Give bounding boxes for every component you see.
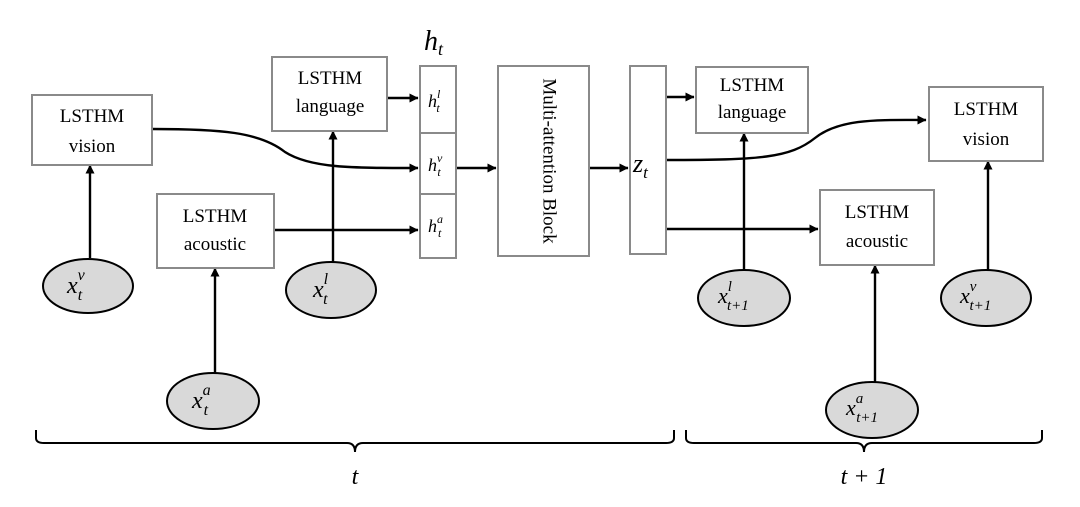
brace-t-label: t <box>352 464 360 490</box>
z-state: zt <box>629 65 667 255</box>
box-line1: LSTHM <box>720 75 785 96</box>
box-line2: vision <box>69 136 116 157</box>
attention-label: Multi-attention Block <box>539 78 560 244</box>
lsthm-vision-t1: LSTHM vision <box>928 86 1044 162</box>
lsthm-acoustic-t: LSTHM acoustic <box>156 193 275 269</box>
svg-text:xvt: xvt <box>66 267 86 304</box>
lsthm-language-t: LSTHM language <box>271 56 388 132</box>
arrow-vision-to-hv <box>151 127 419 173</box>
box-line1: LSTHM <box>183 206 248 227</box>
hidden-cell-vision <box>419 132 457 195</box>
box-line1: LSTHM <box>60 106 125 127</box>
svg-text:xlt: xlt <box>312 271 329 308</box>
arrow-z-to-vision-next <box>665 115 927 162</box>
box-line1: LSTHM <box>954 99 1019 120</box>
box-line2: language <box>718 102 787 123</box>
svg-text:xlt+1: xlt+1 <box>717 279 749 314</box>
box-line1: LSTHM <box>298 68 363 89</box>
lsthm-language-t1: LSTHM language <box>695 66 809 134</box>
lsthm-vision-t: LSTHM vision <box>31 94 153 166</box>
brace-t1: t + 1 <box>685 430 1043 490</box>
hidden-cell-language <box>419 65 457 134</box>
hidden-cell-acoustic <box>419 193 457 259</box>
box-line1: LSTHM <box>845 202 910 223</box>
brace-t: t <box>35 430 675 490</box>
multi-attention-block: Multi-attention Block <box>497 65 590 257</box>
svg-text:xat: xat <box>191 382 211 419</box>
box-line2: acoustic <box>184 234 246 255</box>
box-line2: language <box>296 96 365 117</box>
lsthm-acoustic-t1: LSTHM acoustic <box>819 189 935 266</box>
hidden-state-label: ht <box>424 26 444 59</box>
brace-t1-label: t + 1 <box>841 464 888 490</box>
box-line2: vision <box>963 129 1010 150</box>
svg-text:xat+1: xat+1 <box>845 391 878 426</box>
z-label: zt <box>632 149 649 182</box>
box-line2: acoustic <box>846 231 908 252</box>
connectors <box>85 92 993 385</box>
svg-text:xvt+1: xvt+1 <box>959 279 991 314</box>
